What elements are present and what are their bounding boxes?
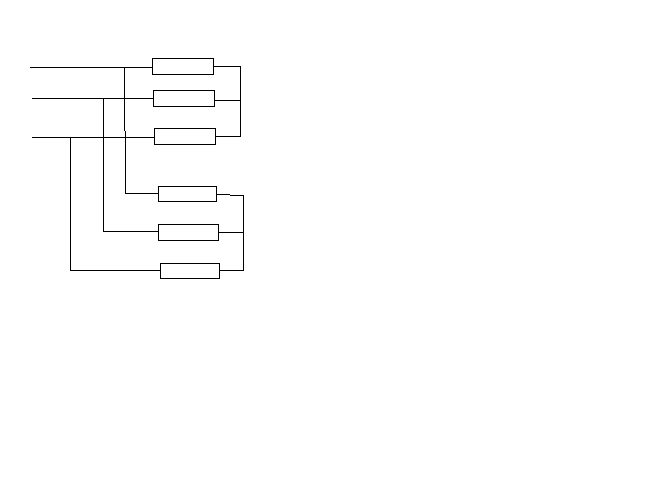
resistor-r2 xyxy=(153,90,215,107)
resistor-r4 xyxy=(158,186,217,202)
resistor-r5 xyxy=(158,224,219,241)
resistor-r3 xyxy=(154,128,216,145)
resistor-r6 xyxy=(160,263,220,279)
resistor-r1 xyxy=(152,58,214,75)
